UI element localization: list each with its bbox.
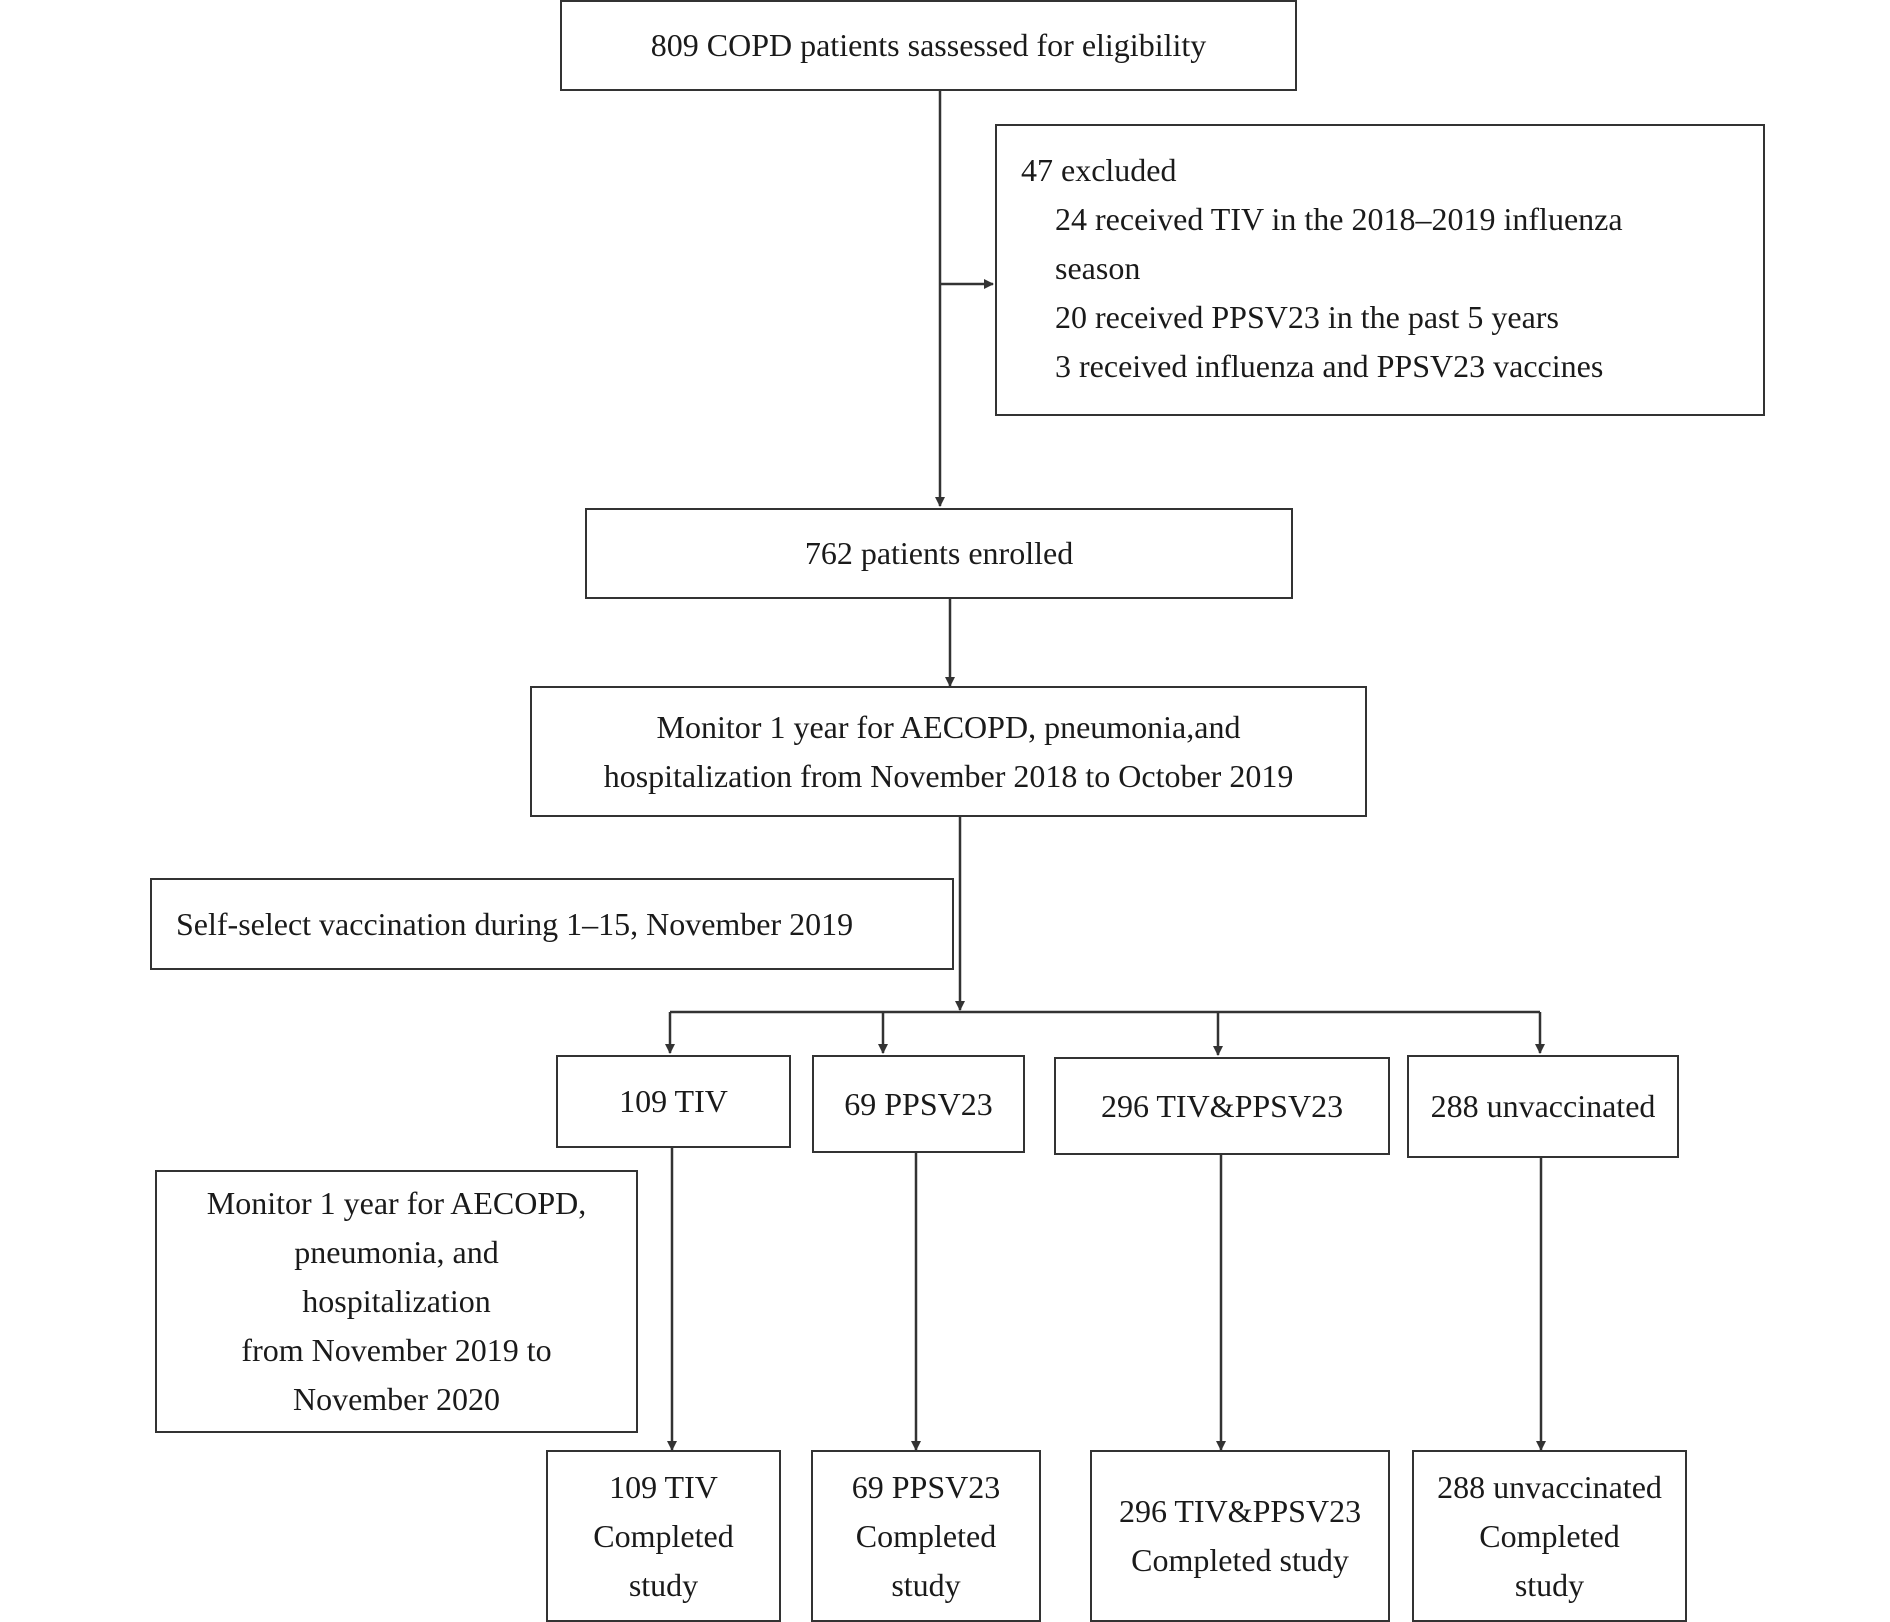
monitor-followup-line: from November 2019 to (241, 1332, 552, 1368)
enrolled-text: 762 patients enrolled (804, 535, 1074, 571)
monitor-baseline-box: Monitor 1 year for AECOPD, pneumonia,and… (530, 686, 1367, 817)
excluded-item: 24 received TIV in the 2018–2019 influen… (1055, 201, 1623, 237)
monitor-followup-line: hospitalization (302, 1283, 491, 1319)
completed-line: 288 unvaccinated (1437, 1468, 1662, 1505)
monitor-followup-line: November 2020 (292, 1381, 501, 1417)
assessed-text: 809 COPD patients sassessed for eligibil… (650, 27, 1207, 63)
completed-line: Completed (593, 1517, 734, 1554)
excluded-item: season (1055, 250, 1141, 286)
monitor-followup-line: Monitor 1 year for AECOPD, (206, 1185, 587, 1221)
excluded-item: 3 received influenza and PPSV23 vaccines (1055, 348, 1604, 384)
completed-line: study (628, 1566, 699, 1603)
monitor-baseline-line: Monitor 1 year for AECOPD, pneumonia,and (656, 708, 1241, 745)
excluded-item: 20 received PPSV23 in the past 5 years (1055, 299, 1559, 335)
monitor-followup-line: pneumonia, and (294, 1234, 499, 1270)
group-label: 296 TIV&PPSV23 (1100, 1087, 1344, 1124)
group-box-unvaccinated: 288 unvaccinated (1407, 1055, 1679, 1158)
monitor-baseline-line: hospitalization from November 2018 to Oc… (603, 757, 1294, 794)
completed-box-tiv-ppsv23: 296 TIV&PPSV23 Completed study (1090, 1450, 1390, 1622)
completed-line: Completed (1479, 1517, 1620, 1554)
monitor-followup-box: Monitor 1 year for AECOPD, pneumonia, an… (155, 1170, 638, 1433)
self-select-box: Self-select vaccination during 1–15, Nov… (150, 878, 954, 970)
completed-line: 296 TIV&PPSV23 (1118, 1493, 1362, 1529)
assessed-box: 809 COPD patients sassessed for eligibil… (560, 0, 1297, 91)
completed-line: study (891, 1566, 961, 1603)
excluded-title: 47 excluded (1021, 152, 1177, 188)
excluded-box: 47 excluded 24 received TIV in the 2018–… (995, 124, 1765, 416)
group-box-tiv-ppsv23: 296 TIV&PPSV23 (1054, 1057, 1390, 1155)
group-box-ppsv23: 69 PPSV23 (812, 1055, 1025, 1153)
completed-line: Completed (855, 1517, 997, 1554)
enrolled-box: 762 patients enrolled (585, 508, 1293, 599)
group-label: 69 PPSV23 (844, 1085, 993, 1122)
completed-box-tiv: 109 TIV Completed study (546, 1450, 781, 1622)
completed-box-ppsv23: 69 PPSV23 Completed study (811, 1450, 1041, 1622)
group-label: 288 unvaccinated (1430, 1088, 1656, 1124)
completed-line: Completed study (1131, 1542, 1349, 1578)
completed-line: 69 PPSV23 (851, 1468, 1001, 1505)
completed-box-unvaccinated: 288 unvaccinated Completed study (1412, 1450, 1687, 1622)
group-box-tiv: 109 TIV (556, 1055, 791, 1148)
completed-line: study (1514, 1566, 1585, 1603)
self-select-text: Self-select vaccination during 1–15, Nov… (176, 905, 854, 942)
group-label: 109 TIV (619, 1083, 728, 1119)
completed-line: 109 TIV (609, 1468, 718, 1505)
